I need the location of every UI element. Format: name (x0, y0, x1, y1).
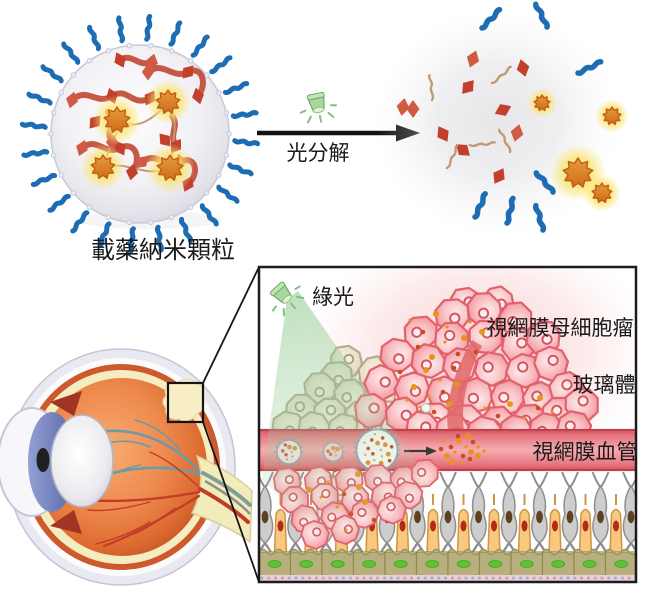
drug-starburst (533, 94, 551, 112)
choroid-dots (260, 576, 636, 580)
lens (50, 414, 114, 508)
zoom-square (166, 381, 205, 424)
drug-starburst (155, 89, 181, 114)
inset-panel: 綠光 視網膜母細胞瘤 玻璃體 視網膜血管 (257, 265, 638, 584)
drug-molecules (80, 79, 195, 193)
pupil (36, 448, 50, 472)
tumor-cell (434, 321, 470, 356)
peg-chain-icon (225, 82, 247, 94)
membrane-bumps (48, 42, 232, 226)
drug-starburst (90, 154, 116, 179)
nanoparticle-extravasated (420, 402, 432, 414)
vitreous-label: 玻璃體 (573, 374, 636, 397)
peg-chain-icon (50, 195, 69, 212)
tumor-cell (457, 376, 494, 414)
released-drug-dots-vessel (438, 433, 486, 465)
peg-chain-icon (229, 165, 251, 175)
tumor-cell (466, 292, 503, 327)
tumor-cell (363, 363, 400, 402)
drug-starburst (602, 106, 622, 126)
rpe-layer (259, 548, 636, 577)
peg-chain-icon (233, 111, 256, 118)
peg-chain-icon (171, 22, 181, 44)
choroid-strip (259, 575, 636, 582)
vessel-branch (447, 340, 482, 430)
peg-chain-icon (218, 187, 238, 202)
release-arrow-head (426, 446, 437, 456)
drug-starburst (562, 157, 594, 188)
green-lamp-icon (296, 89, 340, 127)
drug-starburst (156, 154, 184, 181)
eye-cross-section (0, 348, 253, 586)
drug-starburst (591, 182, 613, 204)
nanoparticle-label: 載藥納米顆粒 (91, 237, 235, 264)
photoreceptor-cell (469, 471, 488, 557)
inset-content (259, 267, 636, 582)
peg-chain-icon (212, 56, 231, 73)
peg-chain-icon (33, 174, 55, 186)
peg-chain-icon (22, 124, 45, 128)
peg-chain-icon (24, 150, 47, 157)
drug-starburst (103, 106, 131, 133)
peg-chain-icon (88, 27, 100, 49)
anterior-segment (0, 391, 114, 534)
tumor-cell (500, 326, 536, 363)
zoom-connector-lines (202, 266, 260, 583)
peg-chain-icon (42, 66, 62, 81)
green-light-beam (262, 291, 452, 560)
inset-border (257, 265, 638, 584)
ciliary-body-top (50, 391, 82, 416)
retinal-vessel-label: 視網膜血管 (533, 441, 638, 464)
peg-chain-icon (193, 36, 208, 56)
released-components-cloud (375, 4, 630, 235)
peg-chain-icon (62, 44, 79, 63)
peg-chain-icon (146, 16, 150, 39)
ciliary-body-bottom (50, 510, 82, 534)
retinoblastoma-label: 視網膜母細胞瘤 (487, 317, 634, 340)
peg-chain-icon (235, 140, 258, 144)
released-drug-dots-tumor (397, 311, 554, 420)
peg-chain-icon (28, 94, 50, 104)
drug-loaded-nanoparticle: 載藥納米顆粒 (22, 16, 257, 264)
tumor-cell (410, 343, 446, 379)
peg-chain-icon (117, 18, 124, 41)
tumor-cell (533, 345, 570, 383)
photoreceptor-cell (621, 471, 636, 557)
green-light-label: 綠光 (312, 286, 354, 309)
released-drug-molecules (526, 87, 630, 212)
photolysis-label: 光分解 (287, 142, 350, 165)
